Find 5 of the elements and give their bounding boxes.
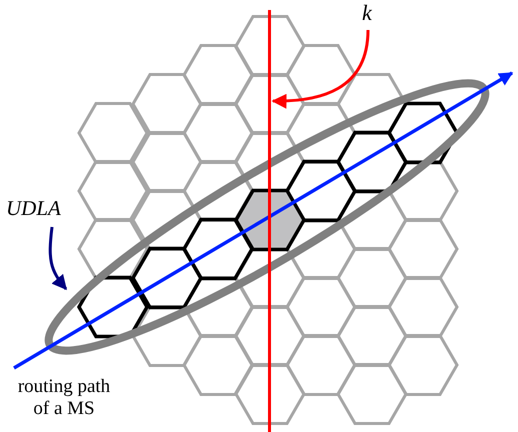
leader-arrow <box>272 30 370 108</box>
leader-arrow <box>48 226 68 290</box>
vertical-line <box>268 10 271 432</box>
label-text: k <box>362 2 378 28</box>
label-text: UDLA <box>6 198 68 224</box>
